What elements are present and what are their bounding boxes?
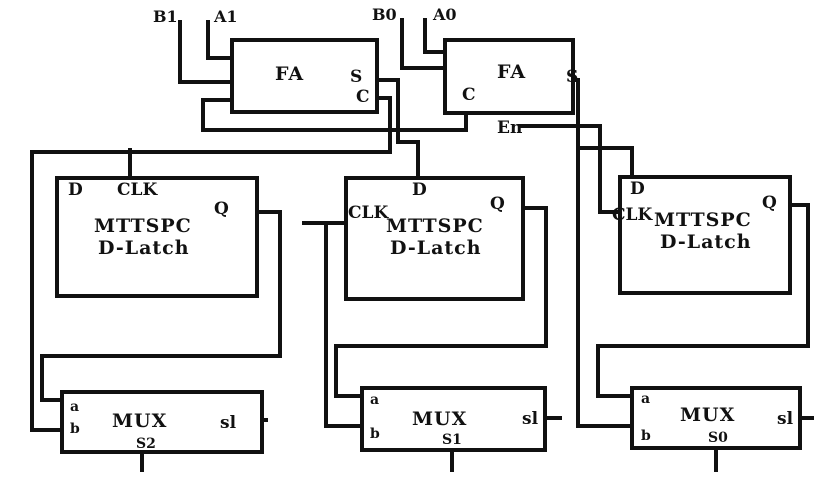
input-en-label: En — [497, 118, 522, 138]
mux-middle-a-pin: a — [370, 392, 379, 408]
wire-right-q — [596, 203, 810, 398]
wire-b1 — [178, 20, 234, 84]
mux-middle-box — [360, 386, 547, 452]
full-adder-0-sum-pin: S — [566, 67, 578, 87]
latch-middle-title: MTTSPC — [386, 215, 484, 237]
mux-middle-b-pin: b — [370, 426, 380, 442]
latch-left-title: MTTSPC — [94, 215, 192, 237]
latch-middle-d-pin: D — [412, 180, 427, 200]
mux-right-b-pin: b — [641, 428, 651, 444]
latch-left-box — [55, 176, 259, 298]
mux-right: a b MUX sl S0 — [630, 386, 802, 450]
full-adder-0-carry-pin: C — [462, 85, 476, 105]
input-a1-label: A1 — [213, 7, 238, 26]
latch-left-clk-pin: CLK — [117, 180, 158, 200]
latch-right-subtitle: D-Latch — [660, 231, 752, 253]
wire-mid-mux-b — [324, 221, 364, 428]
mux-middle-title: MUX — [412, 408, 467, 430]
full-adder-1-sum-pin: S — [350, 67, 362, 87]
wire-fa0-carry — [201, 98, 468, 132]
mux-left-a-pin: a — [70, 399, 79, 415]
wire-left-q — [40, 210, 282, 402]
mux-middle: a b MUX sl S1 — [360, 386, 547, 452]
mux-left-box — [60, 390, 264, 454]
latch-middle: D CLK Q MTTSPC D-Latch — [344, 176, 525, 301]
mux-right-a-pin: a — [641, 391, 650, 407]
latch-right: D CLK Q MTTSPC D-Latch — [612, 175, 792, 295]
mux-middle-sel-pin: sl — [522, 409, 539, 429]
latch-left-q-pin: Q — [214, 199, 229, 219]
wire-a0 — [423, 18, 447, 54]
mux-right-box — [630, 386, 802, 450]
latch-left-subtitle: D-Latch — [98, 237, 190, 259]
input-b0-label: B0 — [372, 5, 397, 24]
wire-a1 — [206, 20, 234, 60]
wire-b0 — [400, 18, 447, 70]
full-adder-0-box — [443, 38, 575, 115]
wire-fa1-carry — [30, 96, 392, 432]
latch-middle-clk-pin: CLK — [348, 203, 389, 223]
latch-right-q-pin: Q — [762, 193, 777, 213]
mux-middle-output: S1 — [442, 432, 462, 448]
input-b1-label: B1 — [153, 7, 178, 26]
mux-left-b-pin: b — [70, 421, 80, 437]
latch-left: D CLK Q MTTSPC D-Latch — [55, 176, 259, 298]
latch-right-title: MTTSPC — [654, 209, 752, 231]
latch-left-d-pin: D — [68, 180, 83, 200]
latch-right-clk-pin: CLK — [612, 205, 653, 225]
wire-fa0-sum-mux — [576, 146, 634, 428]
wire-mid-q — [334, 206, 548, 398]
mux-right-sel-pin: sl — [777, 409, 794, 429]
mux-right-output: S0 — [708, 430, 728, 446]
input-labels: B1 A1 B0 A0 En — [153, 5, 522, 138]
full-adder-1-box — [230, 38, 379, 114]
full-adder-0-title: FA — [497, 61, 526, 83]
mux-left-title: MUX — [112, 410, 167, 432]
latch-middle-box — [344, 176, 525, 301]
latch-right-d-pin: D — [630, 179, 645, 199]
latch-middle-q-pin: Q — [490, 194, 505, 214]
input-a0-label: A0 — [432, 5, 457, 24]
full-adder-1-title: FA — [275, 63, 304, 85]
wire-fa1-sum — [375, 78, 420, 180]
latch-right-box — [618, 175, 792, 295]
full-adder-1-carry-pin: C — [356, 87, 370, 107]
full-adder-0: FA S C — [443, 38, 578, 115]
mux-right-title: MUX — [680, 404, 735, 426]
mux-left: a b MUX sl S2 — [60, 390, 264, 454]
full-adder-1: FA S C — [230, 38, 379, 114]
wire-fa0-sum — [571, 78, 634, 180]
wire-en — [518, 124, 622, 214]
latch-middle-subtitle: D-Latch — [390, 237, 482, 259]
mux-left-sel-pin: sl — [220, 413, 237, 433]
wires — [30, 18, 814, 472]
mux-left-output: S2 — [136, 436, 156, 452]
